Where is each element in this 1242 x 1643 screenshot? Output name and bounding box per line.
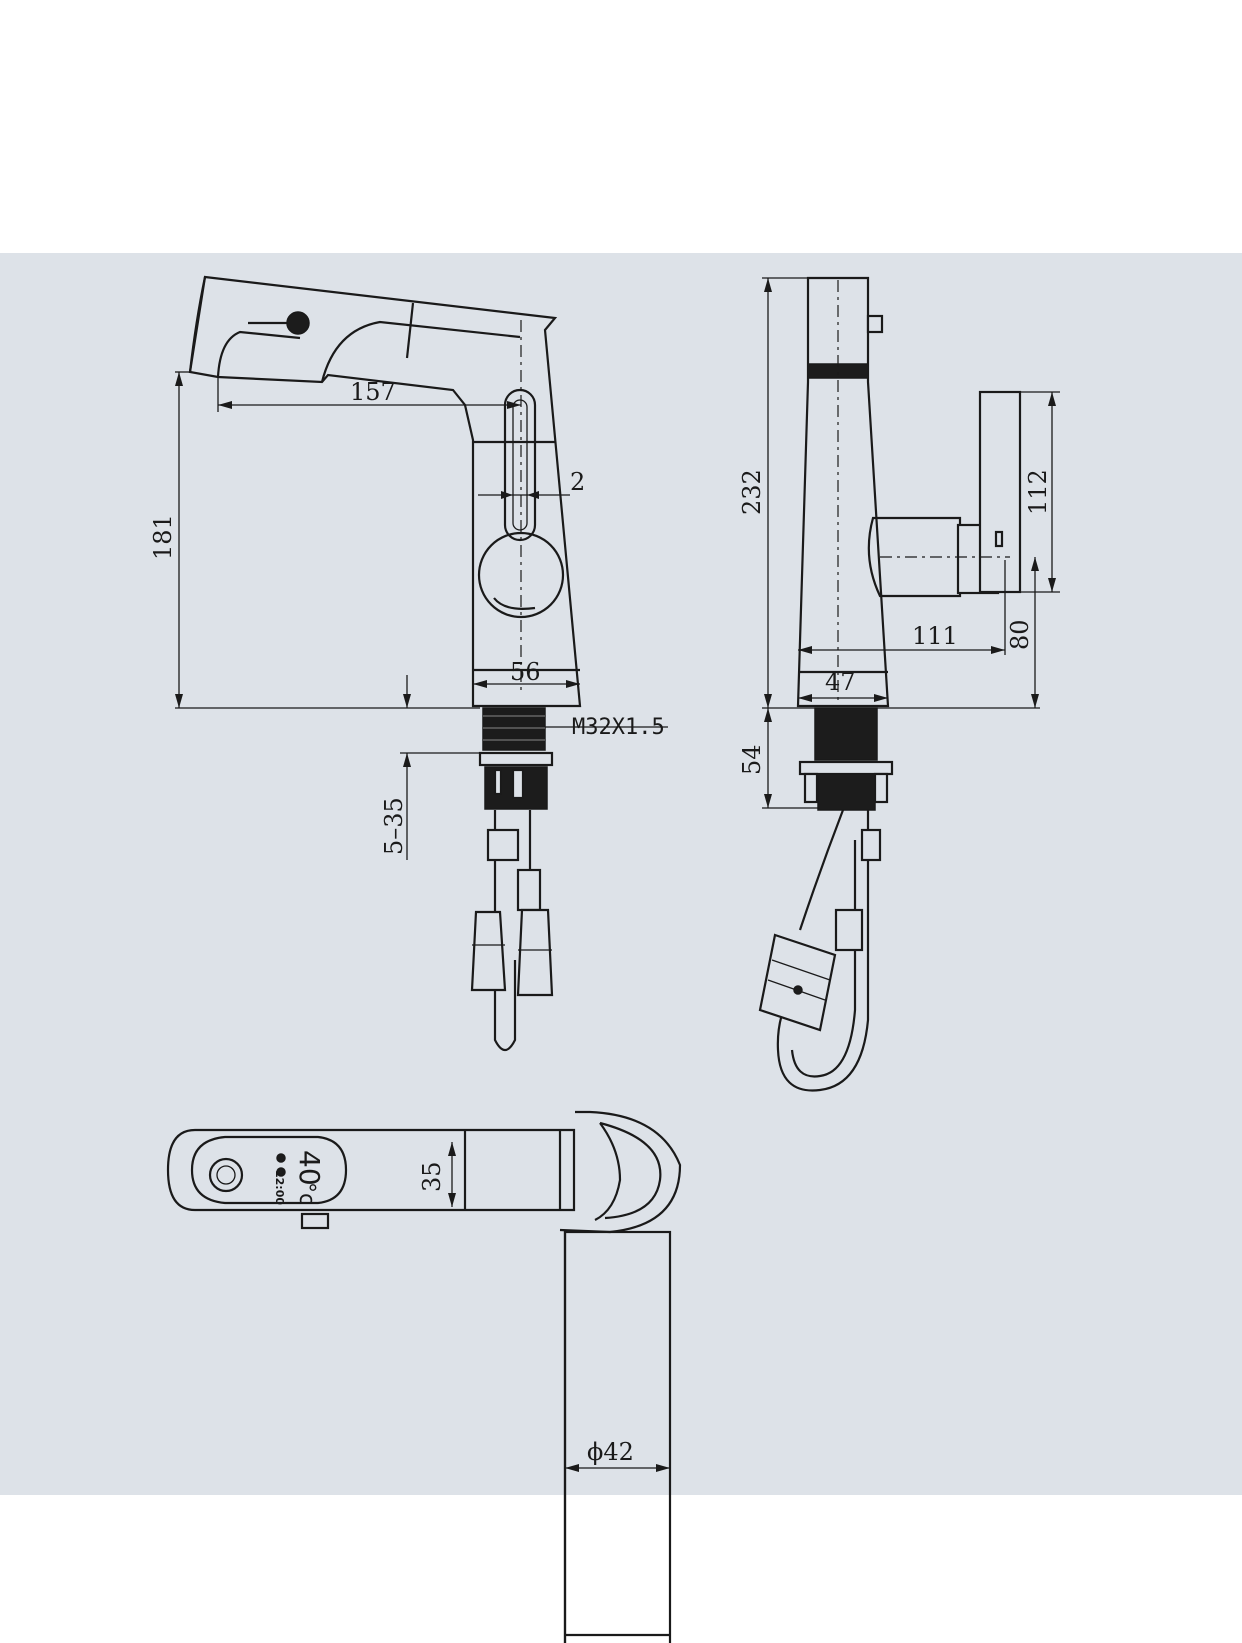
dim-handle-axis-height: 80 <box>1006 619 1034 650</box>
display-time: 12:00 <box>273 1170 286 1205</box>
dim-shank-length: 54 <box>738 744 766 775</box>
top-display: 40 °c 12:00 <box>273 1150 326 1205</box>
dim-slot-width: 2 <box>570 468 585 496</box>
dim-thread: M32X1.5 <box>572 715 665 740</box>
dim-counter-thickness: 5–35 <box>380 797 408 855</box>
front-hoses <box>470 810 554 1052</box>
top-view: 40 °c 12:00 35 ϕ42 <box>166 1110 682 1643</box>
side-view: 232 112 80 111 47 54 <box>738 276 1060 1092</box>
dim-spout-reach: 157 <box>350 378 396 406</box>
top-dimension-lines <box>448 1142 671 1643</box>
dim-height: 181 <box>149 514 177 560</box>
dim-handle-width: 35 <box>418 1161 446 1192</box>
dim-base-diameter: ϕ42 <box>587 1438 634 1466</box>
display-temperature: 40 <box>293 1150 326 1186</box>
side-hoses <box>758 809 882 1092</box>
dim-handle-height: 112 <box>1024 469 1052 515</box>
dim-base-width: 56 <box>510 658 541 686</box>
front-faucet-body <box>188 275 582 708</box>
dim-handle-reach: 111 <box>912 622 958 650</box>
dim-total-height: 232 <box>738 469 766 515</box>
front-view: 157 181 2 56 M32X1.5 5–35 <box>149 275 668 1052</box>
display-unit: °c <box>294 1182 319 1205</box>
side-faucet-body <box>796 276 1022 708</box>
front-mounting-shank <box>478 707 554 810</box>
side-mounting-shank <box>798 707 894 811</box>
top-faucet-body <box>166 1110 682 1643</box>
drawing-background <box>0 253 1242 1495</box>
side-dimension-lines <box>762 277 1060 809</box>
dim-base-depth: 47 <box>825 668 856 696</box>
front-dimension-lines <box>175 371 668 860</box>
